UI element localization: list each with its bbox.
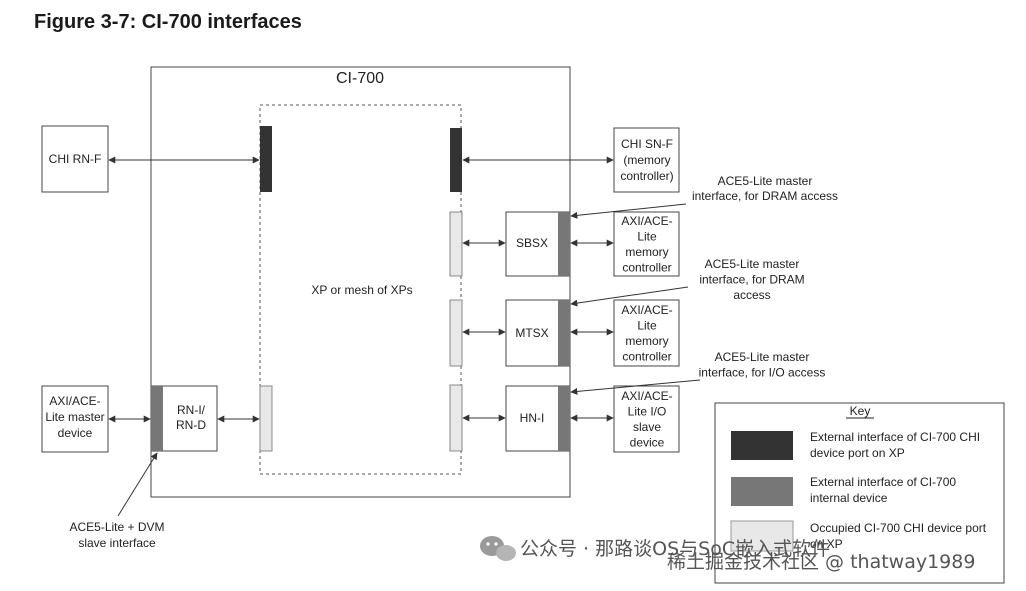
xp-port-rnf xyxy=(260,126,272,192)
mtsx-label: MTSX xyxy=(515,326,548,340)
key-title: Key xyxy=(850,404,871,418)
xp-port-mtsx xyxy=(449,299,463,367)
io-slave-box xyxy=(613,385,680,453)
watermark-text-2: 稀土掘金技术社区 @ thatway1989 xyxy=(667,551,975,573)
chi-rn-f-box xyxy=(41,125,109,193)
figure-title: Figure 3-7: CI-700 interfaces xyxy=(34,11,302,33)
key-swatch-internal xyxy=(731,477,793,506)
ci700-box xyxy=(150,66,571,498)
xp-mesh-box xyxy=(259,104,462,475)
mtsx-port xyxy=(558,300,570,366)
sbsx-port xyxy=(558,212,570,276)
xp-port-rni xyxy=(259,385,273,452)
pointer-rni xyxy=(117,452,158,517)
chi-sn-f-box xyxy=(613,127,680,193)
key-swatch-occupied xyxy=(730,520,794,552)
watermark-text: 公众号 · 那路谈OS与SoC嵌入式软件 xyxy=(520,538,830,560)
hni-label: HN-I xyxy=(520,411,545,425)
mesh-label: XP or mesh of XPs xyxy=(311,283,412,297)
pointer-sbsx xyxy=(570,203,687,219)
rni-label: RN-I/RN-D xyxy=(176,403,206,432)
key-swatch-external-chi xyxy=(731,431,793,460)
hni-port xyxy=(558,386,570,451)
chi-rn-f-label: CHI RN-F xyxy=(49,152,102,166)
axi-master-box xyxy=(41,385,109,453)
xp-port-sbsx xyxy=(449,211,463,277)
sbsx-label: SBSX xyxy=(516,236,548,250)
pointer-hni xyxy=(570,379,701,395)
ci700-label: CI-700 xyxy=(336,70,384,87)
rni-port xyxy=(151,386,163,451)
xp-port-snf xyxy=(450,128,462,192)
xp-port-hni xyxy=(449,384,463,452)
mem-ctrl-2-box xyxy=(613,299,680,367)
wechat-icon xyxy=(480,536,516,561)
pointer-mtsx xyxy=(570,286,689,307)
mem-ctrl-1-box xyxy=(613,211,680,277)
